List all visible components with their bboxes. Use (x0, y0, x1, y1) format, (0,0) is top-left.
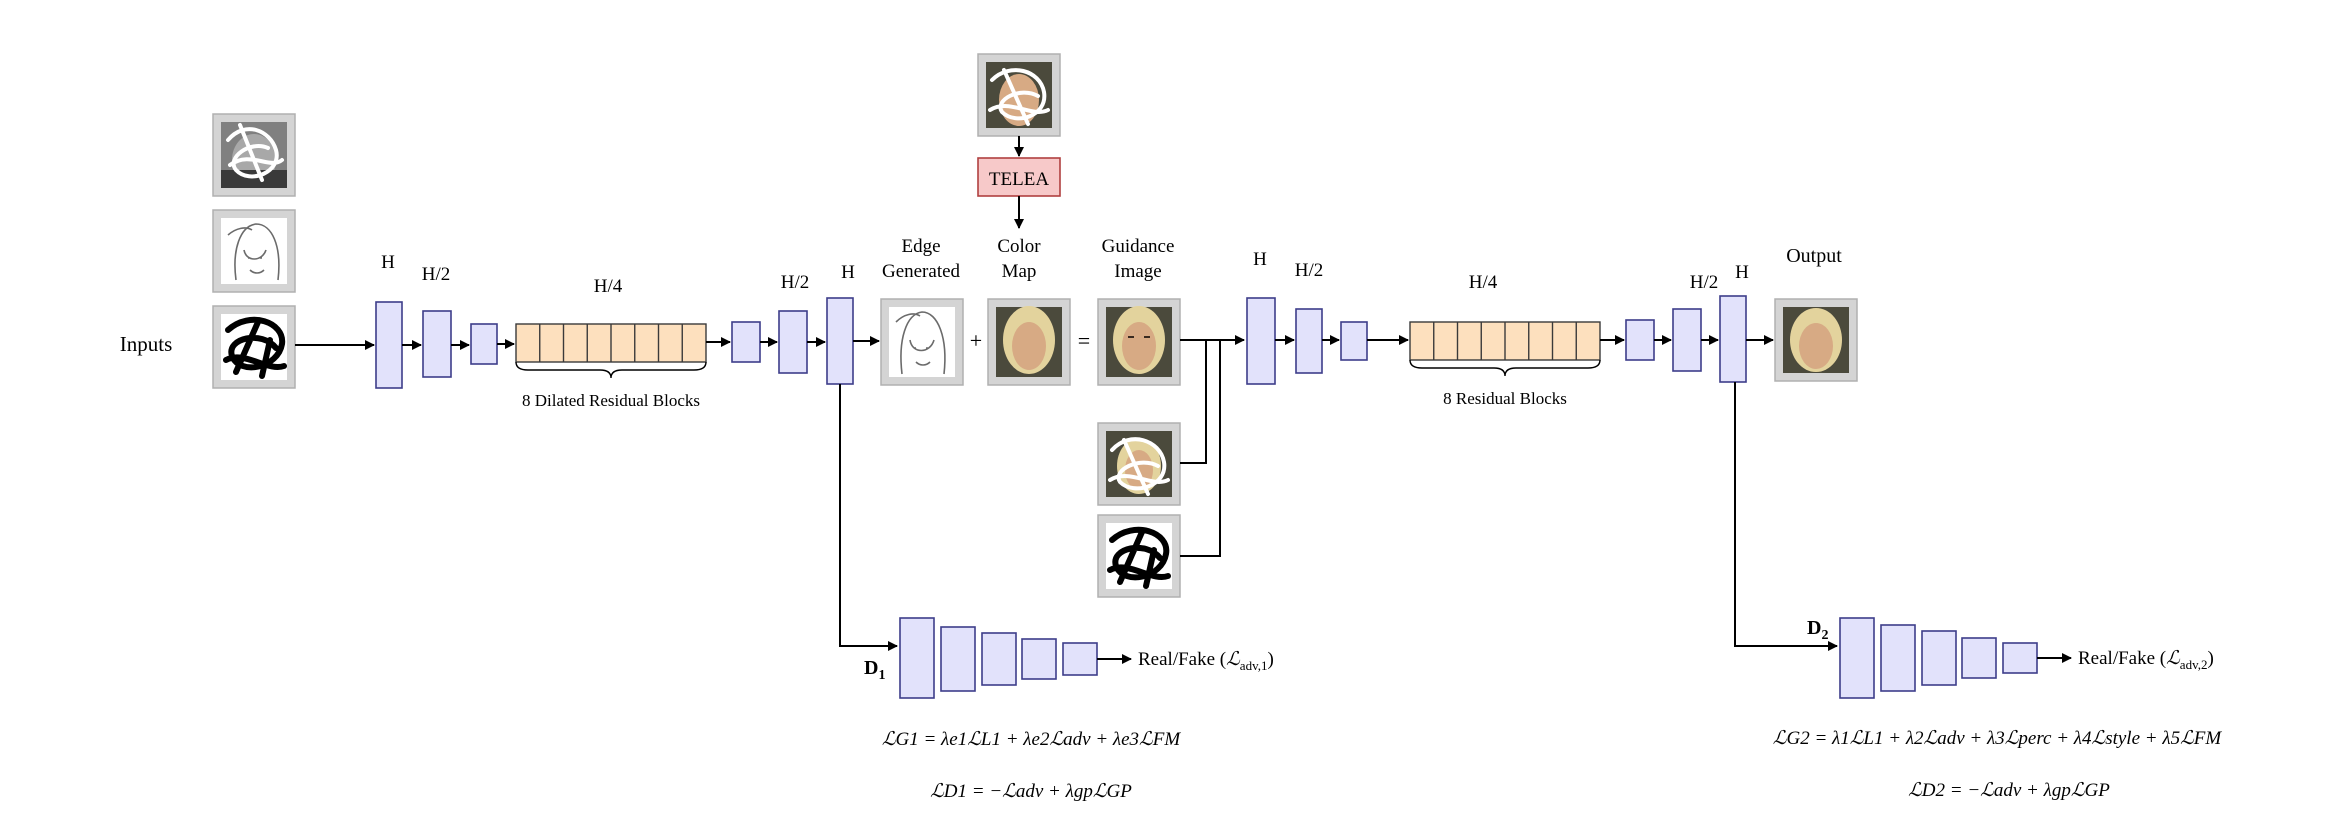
loss-equation-g2: ℒG2 = λ1ℒL1 + λ2ℒadv + λ3ℒperc + λ4ℒstyl… (1773, 728, 2223, 749)
d2-block-5 (2002, 642, 2038, 674)
stage2-decoder-block-h4 (1625, 319, 1655, 361)
stage1-size-h: H (381, 252, 395, 273)
stage1-encoder-block-h2 (422, 310, 452, 378)
stage1-decoder-block-h (826, 297, 854, 385)
stage2-encoder-block-h (1246, 297, 1276, 385)
output-label: Output (1786, 245, 1842, 267)
residual-blocks-label: 8 Residual Blocks (1443, 389, 1567, 408)
d2-label: D2 (1807, 617, 1828, 643)
d1-realfake-label: Real/Fake (ℒadv,1) (1138, 649, 1274, 673)
color-map-label-line1: Color (997, 236, 1041, 257)
d2-block-3 (1921, 630, 1957, 686)
dilated-blocks-label: 8 Dilated Residual Blocks (522, 391, 700, 410)
stage2-mask-image (1097, 514, 1181, 598)
input-edge-sketch-image (212, 209, 296, 293)
d1-label: D1 (864, 657, 885, 683)
edge-generated-image (880, 298, 964, 386)
stage2-encoder-block-h4 (1340, 321, 1368, 361)
stage2-size-h: H (1253, 249, 1267, 270)
d1-block-5 (1062, 642, 1098, 676)
stage1-decoder-block-h2 (778, 310, 808, 374)
stage2-masked-image (1097, 422, 1181, 506)
loss-equation-d2: ℒD2 = −ℒadv + λgpℒGP (1908, 780, 2110, 801)
stage2-decoder-block-h (1719, 295, 1747, 383)
d1-block-2 (940, 626, 976, 692)
stage2-encoder-block-h2 (1295, 308, 1323, 374)
stage2-brace (1409, 359, 1601, 377)
guidance-label-line2: Image (1114, 261, 1161, 282)
d1-block-4 (1021, 638, 1057, 680)
loss-equation-d1: ℒD1 = −ℒadv + λgpℒGP (930, 781, 1132, 802)
stage1-size-hb: H (841, 262, 855, 283)
guidance-label-line1: Guidance (1102, 236, 1175, 257)
telea-input-image (977, 53, 1061, 137)
color-map-label-line2: Map (1002, 261, 1037, 282)
guidance-image (1097, 298, 1181, 386)
stage1-arrows (295, 336, 880, 350)
input-mask-scribble-image (212, 305, 296, 389)
stage2-size-h4: H/4 (1469, 272, 1498, 293)
stage1-dilated-residual-blocks (515, 323, 707, 363)
inputs-label: Inputs (120, 332, 173, 356)
stage1-decoder-block-h4 (731, 321, 761, 363)
stage2-residual-blocks (1409, 321, 1601, 361)
d2-realfake-label: Real/Fake (ℒadv,2) (2078, 648, 2214, 672)
stage1-encoder-block-h (375, 301, 403, 389)
stage1-brace (515, 361, 707, 379)
stage1-encoder-block-h4 (470, 323, 498, 365)
d1-block-1 (899, 617, 935, 699)
d1-block-3 (981, 632, 1017, 686)
d2-block-4 (1961, 637, 1997, 679)
stage1-size-h2b: H/2 (781, 272, 810, 293)
stage1-size-h4: H/4 (594, 276, 623, 297)
d2-block-2 (1880, 624, 1916, 692)
equals-sign: = (1078, 328, 1090, 353)
d1-feed-line (839, 384, 898, 651)
stage2-size-h2: H/2 (1295, 260, 1324, 281)
loss-equation-g1: ℒG1 = λe1ℒL1 + λe2ℒadv + λe3ℒFM (882, 729, 1182, 750)
stage1-size-h2: H/2 (422, 264, 451, 285)
d2-block-1 (1839, 617, 1875, 699)
edge-generated-label-line2: Generated (882, 261, 961, 282)
telea-label: TELEA (989, 169, 1049, 190)
edge-generated-label-line1: Edge (901, 236, 940, 257)
output-image (1774, 298, 1858, 382)
stage2-size-hb: H (1735, 262, 1749, 283)
input-masked-gray-image (212, 113, 296, 197)
stage2-input-connectors (1180, 335, 1245, 557)
color-map-image (987, 298, 1071, 386)
d2-feed-line (1734, 382, 1838, 651)
stage2-decoder-block-h2 (1672, 308, 1702, 372)
stage2-size-h2b: H/2 (1690, 272, 1719, 293)
telea-box (977, 157, 1061, 197)
plus-sign: + (970, 328, 982, 353)
